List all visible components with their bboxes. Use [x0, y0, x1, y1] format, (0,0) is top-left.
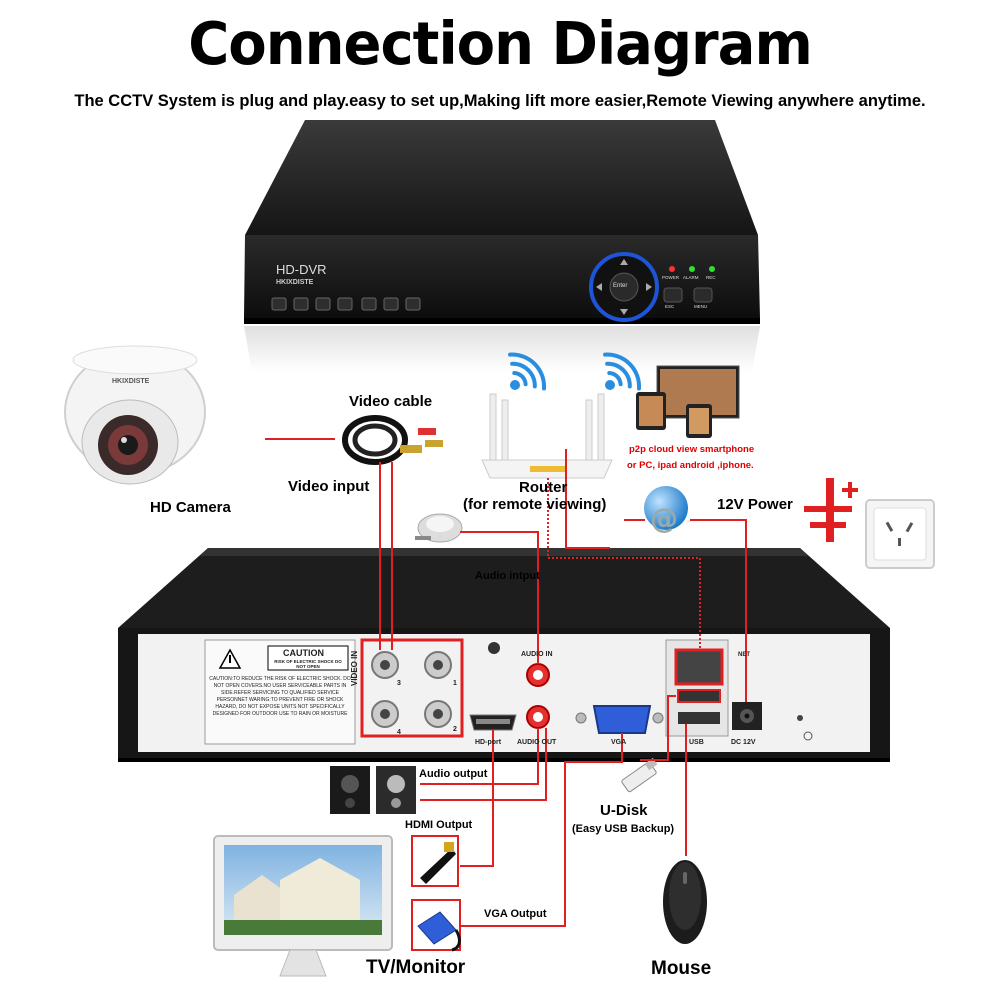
video-in-port-group	[360, 638, 464, 738]
front-button[interactable]	[405, 297, 421, 311]
router-note-label: (for remote viewing)	[463, 496, 607, 513]
p2p-line2-label: or PC, ipad android ,iphone.	[627, 460, 754, 471]
audio-input-label: Audio intput	[475, 570, 540, 582]
caution-sub: RISK OF ELECTRIC SHOCK DO NOT OPEN	[274, 659, 342, 669]
warning-text: CAUTION:TO REDUCE THE RISK OF ELECTRIC S…	[209, 676, 351, 717]
esc-button[interactable]	[663, 287, 683, 303]
front-button[interactable]	[383, 297, 399, 311]
front-button[interactable]	[293, 297, 309, 311]
menu-label: MENU	[694, 304, 708, 309]
channel-1-label: 1	[453, 680, 457, 687]
video-cable-icon	[342, 415, 443, 465]
audio-pickup-mic-icon	[415, 513, 463, 543]
vga-port[interactable]	[575, 705, 664, 734]
video-in-label: VIDEO IN	[350, 650, 359, 686]
caution-title: CAUTION	[283, 648, 324, 658]
front-button[interactable]	[315, 297, 331, 311]
udisk-label: U-Disk	[600, 802, 648, 819]
video-cable-label: Video cable	[349, 393, 433, 410]
tv-monitor-icon	[213, 835, 393, 977]
wifi-icon	[508, 352, 546, 391]
vga-output-label: VGA Output	[484, 908, 547, 920]
power-label: 12V Power	[717, 496, 793, 513]
usb-port-label: USB	[689, 739, 704, 746]
video-input-label: Video input	[288, 478, 370, 495]
front-button[interactable]	[337, 297, 353, 311]
net-usb-port-group	[665, 639, 729, 737]
power-led-label: POWER	[662, 275, 680, 280]
svg-text:@: @	[650, 502, 678, 535]
mouse-icon	[663, 860, 707, 944]
power-led-icon	[669, 266, 675, 272]
alarm-led-label: ALARM	[683, 275, 699, 280]
dvr-model-label: HD-DVR	[276, 262, 327, 277]
remote-devices-icon	[636, 365, 740, 438]
internet-globe-icon: @	[644, 486, 688, 535]
channel-2-label: 2	[453, 726, 457, 733]
router-label: Router	[519, 479, 568, 496]
router-icon	[481, 393, 613, 479]
front-button[interactable]	[271, 297, 287, 311]
rec-led-label: REC	[706, 275, 716, 280]
dc-power-symbol-icon	[804, 478, 858, 542]
hd-port-label: HD-port	[475, 739, 502, 746]
p2p-line1-label: p2p cloud view smartphone	[629, 444, 755, 455]
vga-port-label: VGA	[611, 739, 627, 746]
speaker-icon	[330, 766, 416, 814]
alarm-led-icon	[689, 266, 695, 272]
wall-socket-icon	[865, 499, 935, 569]
menu-button[interactable]	[693, 287, 713, 303]
enter-label: Enter	[613, 283, 628, 289]
hdmi-cable-icon	[411, 835, 459, 887]
channel-4-label: 4	[397, 729, 401, 736]
tv-monitor-label: TV/Monitor	[366, 957, 466, 978]
dc-port-label: DC 12V	[731, 739, 756, 746]
enter-button[interactable]	[609, 272, 639, 302]
usb-flash-drive-icon	[621, 757, 658, 793]
net-port-label: NET	[738, 652, 750, 658]
hd-camera-label: HD Camera	[150, 499, 231, 516]
hdmi-output-label: HDMI Output	[405, 819, 473, 831]
front-button[interactable]	[361, 297, 377, 311]
dc-port[interactable]	[732, 702, 762, 730]
net-port[interactable]	[674, 648, 724, 686]
usb-port-2[interactable]	[678, 712, 720, 724]
audio-output-label: Audio output	[419, 768, 488, 780]
hdmi-port[interactable]	[469, 714, 517, 731]
diagram-title: Connection Diagram	[188, 10, 813, 79]
esc-label: ESC	[665, 304, 675, 309]
audio-in-port-label: AUDIO IN	[521, 651, 553, 658]
wifi-icon	[603, 352, 641, 391]
channel-3-label: 3	[397, 680, 401, 687]
diagram-subtitle: The CCTV System is plug and play.easy to…	[74, 92, 926, 110]
mouse-label: Mouse	[651, 958, 712, 979]
dvr-brand-label: HKIXDISTE	[276, 279, 314, 286]
usb-port-1[interactable]	[677, 689, 721, 703]
dome-camera-icon	[64, 345, 206, 485]
camera-brand-label: HKIXDISTE	[112, 378, 150, 385]
dvr-front-unit	[244, 120, 760, 372]
rec-led-icon	[709, 266, 715, 272]
caution-sticker	[204, 639, 356, 745]
udisk-note-label: (Easy USB Backup)	[572, 823, 675, 835]
connection-wires	[265, 438, 747, 927]
vga-cable-icon	[411, 899, 461, 952]
audio-out-port-label: AUDIO OUT	[517, 739, 557, 746]
